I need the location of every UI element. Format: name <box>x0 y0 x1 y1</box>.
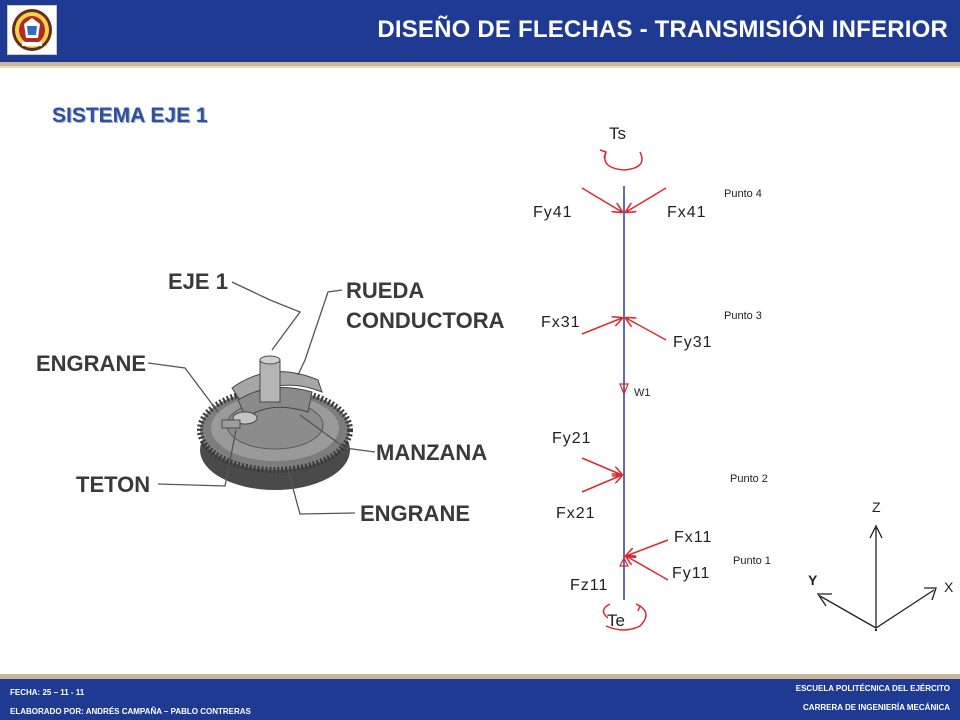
footer-bar: FECHA: 25 – 11 - 11 ELABORADO POR: ANDRÉ… <box>0 679 960 720</box>
force-fx21-arrow <box>581 475 622 493</box>
force-fx31-arrow <box>581 318 622 335</box>
page-title: DISEÑO DE FLECHAS - TRANSMISIÓN INFERIOR <box>377 16 948 43</box>
punto-4-label: Punto 4 <box>724 188 762 200</box>
label-conductora: CONDUCTORA <box>346 308 505 333</box>
footer-date: FECHA: 25 – 11 - 11 <box>10 688 85 697</box>
axis-x-label: X <box>944 579 954 595</box>
header-divider <box>0 62 960 66</box>
shaft-assembly-illustration: EJE 1 RUEDA CONDUCTORA ENGRANE MANZANA T… <box>36 269 505 526</box>
fz11-label: Fz11 <box>570 577 608 594</box>
force-fy11-arrow <box>626 556 669 581</box>
axis-y-line <box>819 595 877 629</box>
section-title: SISTEMA EJE 1 <box>52 104 208 127</box>
footer-authors: ELABORADO POR: ANDRÉS CAMPAÑA – PABLO CO… <box>10 707 251 716</box>
leader-lines <box>147 281 376 515</box>
fx41-label: Fx41 <box>667 204 707 221</box>
axis-y-label: Y <box>808 572 818 588</box>
fx21-label: Fx21 <box>556 505 596 522</box>
fy31-label: Fy31 <box>673 334 713 351</box>
footer-divider <box>0 674 960 679</box>
header-divider-light <box>0 66 960 68</box>
fx31-label: Fx31 <box>541 314 581 331</box>
label-teton: TETON <box>76 472 150 497</box>
punto-2-label: Punto 2 <box>730 473 768 485</box>
fy11-label: Fy11 <box>672 565 710 582</box>
punto-3-label: Punto 3 <box>724 310 762 322</box>
footer-school: ESCUELA POLITÉCNICA DEL EJÉRCITO <box>795 684 950 693</box>
force-fy21-arrow <box>581 457 622 475</box>
axis-x-line <box>875 589 935 629</box>
label-rueda: RUEDA <box>346 278 424 303</box>
fx11-label: Fx11 <box>674 529 712 546</box>
punto-1-label: Punto 1 <box>733 555 771 567</box>
university-seal-icon <box>7 5 57 55</box>
coordinate-axes: Z Y X <box>808 499 954 632</box>
force-fy31-arrow <box>626 318 667 341</box>
force-fz11-arrow <box>619 556 629 567</box>
label-manzana: MANZANA <box>376 440 487 465</box>
torque-ts-label: Ts <box>609 124 626 143</box>
fy41-label: Fy41 <box>533 204 573 221</box>
force-fy41-arrow <box>581 187 622 212</box>
torque-te-label: Te <box>607 611 625 630</box>
label-engrane-top: ENGRANE <box>36 351 146 376</box>
torque-te-arrow <box>602 603 647 631</box>
w1-label: W1 <box>634 387 651 399</box>
header-bar: DISEÑO DE FLECHAS - TRANSMISIÓN INFERIOR <box>0 0 960 62</box>
footer-career: CARRERA DE INGENIERÍA MECÁNICA <box>803 703 950 712</box>
assembly-drawing <box>197 355 353 490</box>
torque-ts-arrow <box>604 151 643 171</box>
fy21-label: Fy21 <box>552 430 592 447</box>
force-fx41-arrow <box>626 187 667 212</box>
label-eje-1: EJE 1 <box>168 269 228 294</box>
weight-w1-arrow <box>619 383 629 396</box>
force-fx11-arrow <box>626 539 669 556</box>
label-engrane-bottom: ENGRANE <box>360 501 470 526</box>
axis-z-label: Z <box>872 499 881 515</box>
free-body-diagram: Ts Fy41 Fx41 Fx31 Fy31 Fy21 Fx21 Fx11 Fy… <box>533 124 771 631</box>
